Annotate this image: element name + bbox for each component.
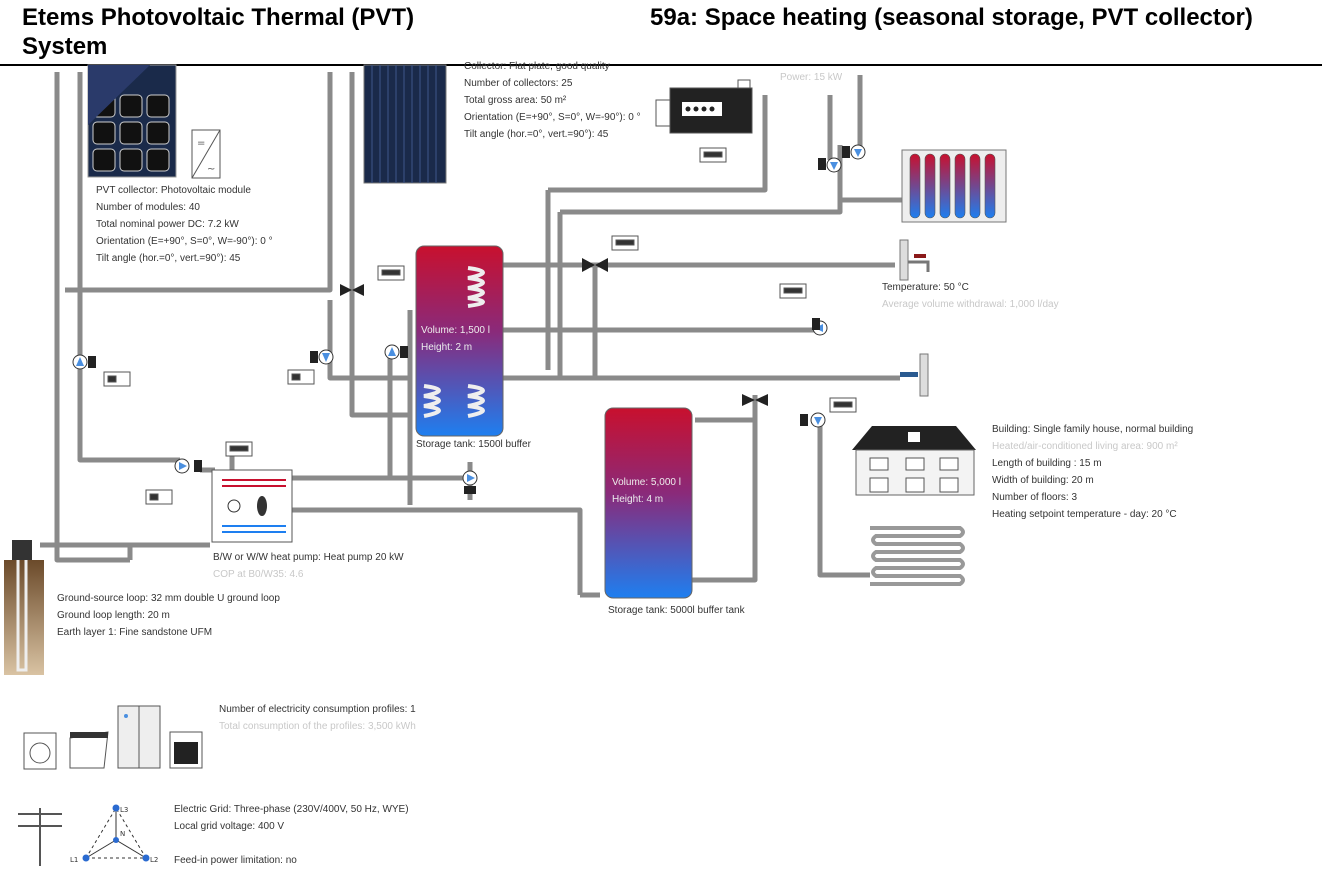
collector-line: Collector: Flat plate, good quality [464, 61, 610, 72]
tap-icon [899, 239, 930, 281]
pvt-line: Total nominal power DC: 7.2 kW [96, 219, 239, 230]
heatpump-info: B/W or W/W heat pump: Heat pump 20 kW CO… [213, 549, 404, 583]
controller-icon [145, 489, 173, 505]
mixing-valve-icon [340, 284, 364, 296]
valves [340, 258, 768, 406]
tank2-height: Height: 4 m [612, 494, 664, 505]
svg-text:=: = [197, 138, 205, 149]
inverter-icon: = ~ [191, 129, 221, 179]
tank1-info: Volume: 1,500 l Height: 2 m [421, 322, 501, 356]
tank1-height: Height: 2 m [421, 342, 473, 353]
building-info: Building: Single family house, normal bu… [992, 421, 1232, 523]
grid-feedin: Feed-in power limitation: no [174, 855, 297, 866]
pvt-panel [87, 64, 177, 178]
phase-label-l3: L3 [120, 806, 128, 814]
pvt-line: Orientation (E=+90°, S=0°, W=-90°): 0 ° [96, 236, 273, 247]
grid-line: Electric Grid: Three-phase (230V/400V, 5… [174, 804, 409, 815]
pumps [72, 144, 866, 494]
svg-text:~: ~ [207, 164, 215, 175]
building-line: Length of building : 15 m [992, 458, 1102, 469]
heatpump-cop: COP at B0/W35: 4.6 [213, 569, 304, 580]
controller-icon [103, 371, 131, 387]
boiler-icon [655, 79, 753, 134]
pvt-line: Number of modules: 40 [96, 202, 200, 213]
pump-icon [800, 412, 826, 428]
building-line: Heating setpoint temperature - day: 20 °… [992, 509, 1177, 520]
consumption-info: Number of electricity consumption profil… [219, 701, 459, 735]
collector-line: Number of collectors: 25 [464, 78, 573, 89]
tank1-label: Storage tank: 1500l buffer [416, 439, 531, 450]
appliance-icons [23, 705, 203, 770]
ground-line: Earth layer 1: Fine sandstone UFM [57, 627, 213, 638]
grid-icon: L3 L1 L2 N [18, 804, 158, 866]
collector-line: Total gross area: 50 m² [464, 95, 567, 106]
pump-icon [812, 318, 828, 336]
radiator-icon [901, 149, 1007, 223]
controllers [103, 147, 857, 505]
cold-water-icon [900, 353, 929, 397]
controller-icon [699, 147, 727, 163]
dhw-info: Temperature: 50 °C Average volume withdr… [882, 279, 1092, 313]
controller-icon [829, 397, 857, 413]
mixing-valve-icon [742, 394, 768, 406]
tank2-label: Storage tank: 5000l buffer tank [608, 605, 745, 616]
consumption-profiles: Number of electricity consumption profil… [219, 704, 416, 715]
building-line: Width of building: 20 m [992, 475, 1094, 486]
collector-line: Tilt angle (hor.=0°, vert.=90°): 45 [464, 129, 609, 140]
scenario-title: 59a: Space heating (seasonal storage, PV… [650, 4, 1253, 31]
floor-heating-icon [870, 526, 965, 586]
pump-icon [384, 344, 408, 360]
controller-icon [287, 369, 315, 385]
tank2-volume: Volume: 5,000 l [612, 477, 681, 488]
grid-info: Electric Grid: Three-phase (230V/400V, 5… [174, 801, 409, 835]
mixing-valve-icon [582, 258, 608, 272]
pump-icon [818, 157, 842, 173]
controller-icon [779, 283, 807, 299]
pvt-line: Tilt angle (hor.=0°, vert.=90°): 45 [96, 253, 241, 264]
controller-icon [377, 265, 405, 281]
building-line: Heated/air-conditioned living area: 900 … [992, 441, 1178, 452]
storage-tank-5000 [604, 407, 693, 599]
tank1-volume: Volume: 1,500 l [421, 325, 490, 336]
heatpump-name: B/W or W/W heat pump: Heat pump 20 kW [213, 552, 404, 563]
pvt-line: PVT collector: Photovoltaic module [96, 185, 251, 196]
dhw-withdrawal: Average volume withdrawal: 1,000 l/day [882, 299, 1059, 310]
ground-info: Ground-source loop: 32 mm double U groun… [57, 590, 327, 641]
header-divider [0, 64, 1322, 66]
pump-icon [72, 354, 96, 370]
pvt-info: PVT collector: Photovoltaic module Numbe… [96, 182, 286, 267]
pump-icon [174, 458, 202, 474]
pump-icon [462, 470, 478, 494]
page-title: Etems Photovoltaic Thermal (PVT) System [22, 4, 415, 60]
ground-line: Ground loop length: 20 m [57, 610, 170, 621]
building-line: Building: Single family house, normal bu… [992, 424, 1194, 435]
boiler-power: Power: 15 kW [780, 72, 843, 83]
controller-icon [611, 235, 639, 251]
ground-line: Ground-source loop: 32 mm double U groun… [57, 593, 280, 604]
borehole-icon [4, 540, 44, 675]
storage-tank-1500 [415, 245, 504, 437]
solar-collector [363, 64, 447, 184]
phase-label-n: N [120, 830, 125, 838]
pump-icon [310, 349, 334, 365]
grid-line: Local grid voltage: 400 V [174, 821, 285, 832]
heat-pump-icon [211, 469, 293, 543]
phase-label-l1: L1 [70, 856, 78, 864]
pump-icon [842, 144, 866, 160]
building-icon [852, 426, 976, 496]
tank2-info: Volume: 5,000 l Height: 4 m [612, 474, 690, 508]
controller-icon [225, 441, 253, 457]
phase-label-l2: L2 [150, 856, 158, 864]
collector-info: Collector: Flat plate, good quality Numb… [464, 58, 660, 143]
collector-line: Orientation (E=+90°, S=0°, W=-90°): 0 ° [464, 112, 641, 123]
dhw-temperature: Temperature: 50 °C [882, 282, 969, 293]
consumption-total: Total consumption of the profiles: 3,500… [219, 721, 416, 732]
building-line: Number of floors: 3 [992, 492, 1078, 503]
